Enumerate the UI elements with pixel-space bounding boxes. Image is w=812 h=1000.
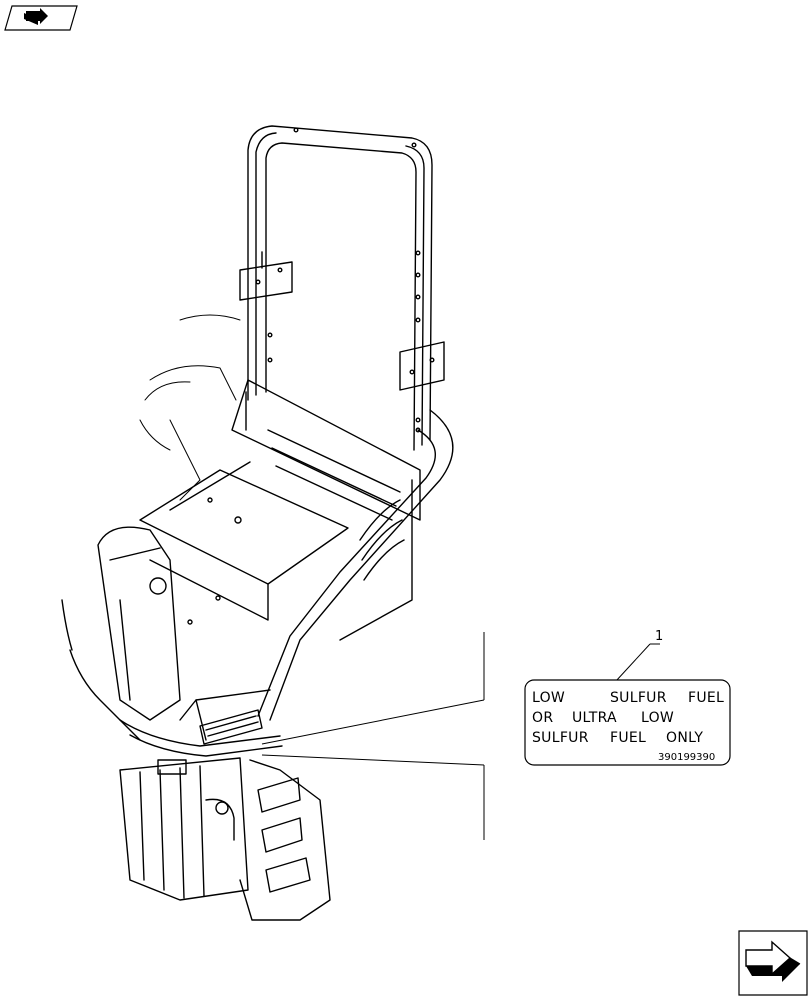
left-fender [61, 526, 181, 741]
seat-mount-plate [231, 379, 421, 521]
decal-line-2: OR ULTRA LOW [532, 710, 722, 728]
decal-word: ULTRA [572, 710, 617, 726]
decal-word: SULFUR [610, 690, 667, 706]
callout-number: 1 [655, 629, 664, 644]
next-page-arrow-icon[interactable] [738, 930, 808, 996]
fuel-decal[interactable] [524, 679, 732, 767]
operator-deck [139, 461, 349, 625]
decal-word: FUEL [688, 690, 725, 706]
decal-line-3: SULFUR FUEL ONLY [532, 730, 722, 748]
decal-word: ONLY [666, 730, 704, 746]
deck-step [179, 689, 271, 745]
decal-word: OR [532, 710, 554, 726]
leader-lines [261, 632, 660, 840]
decal-word: LOW [641, 710, 675, 726]
access-steps [239, 759, 331, 921]
fuel-tank [119, 757, 249, 901]
right-fender [257, 409, 454, 721]
book-arrow-icon[interactable] [4, 5, 78, 31]
decal-word: SULFUR [532, 730, 589, 746]
decal-part-number: 390199390 [658, 752, 716, 763]
decal-line-1: LOW SULFUR FUEL [532, 690, 725, 708]
front-rail [119, 719, 283, 757]
hood-outline [139, 314, 241, 501]
decal-word: LOW [532, 690, 566, 706]
decal-word: FUEL [610, 730, 647, 746]
rollover-bar [239, 125, 445, 451]
